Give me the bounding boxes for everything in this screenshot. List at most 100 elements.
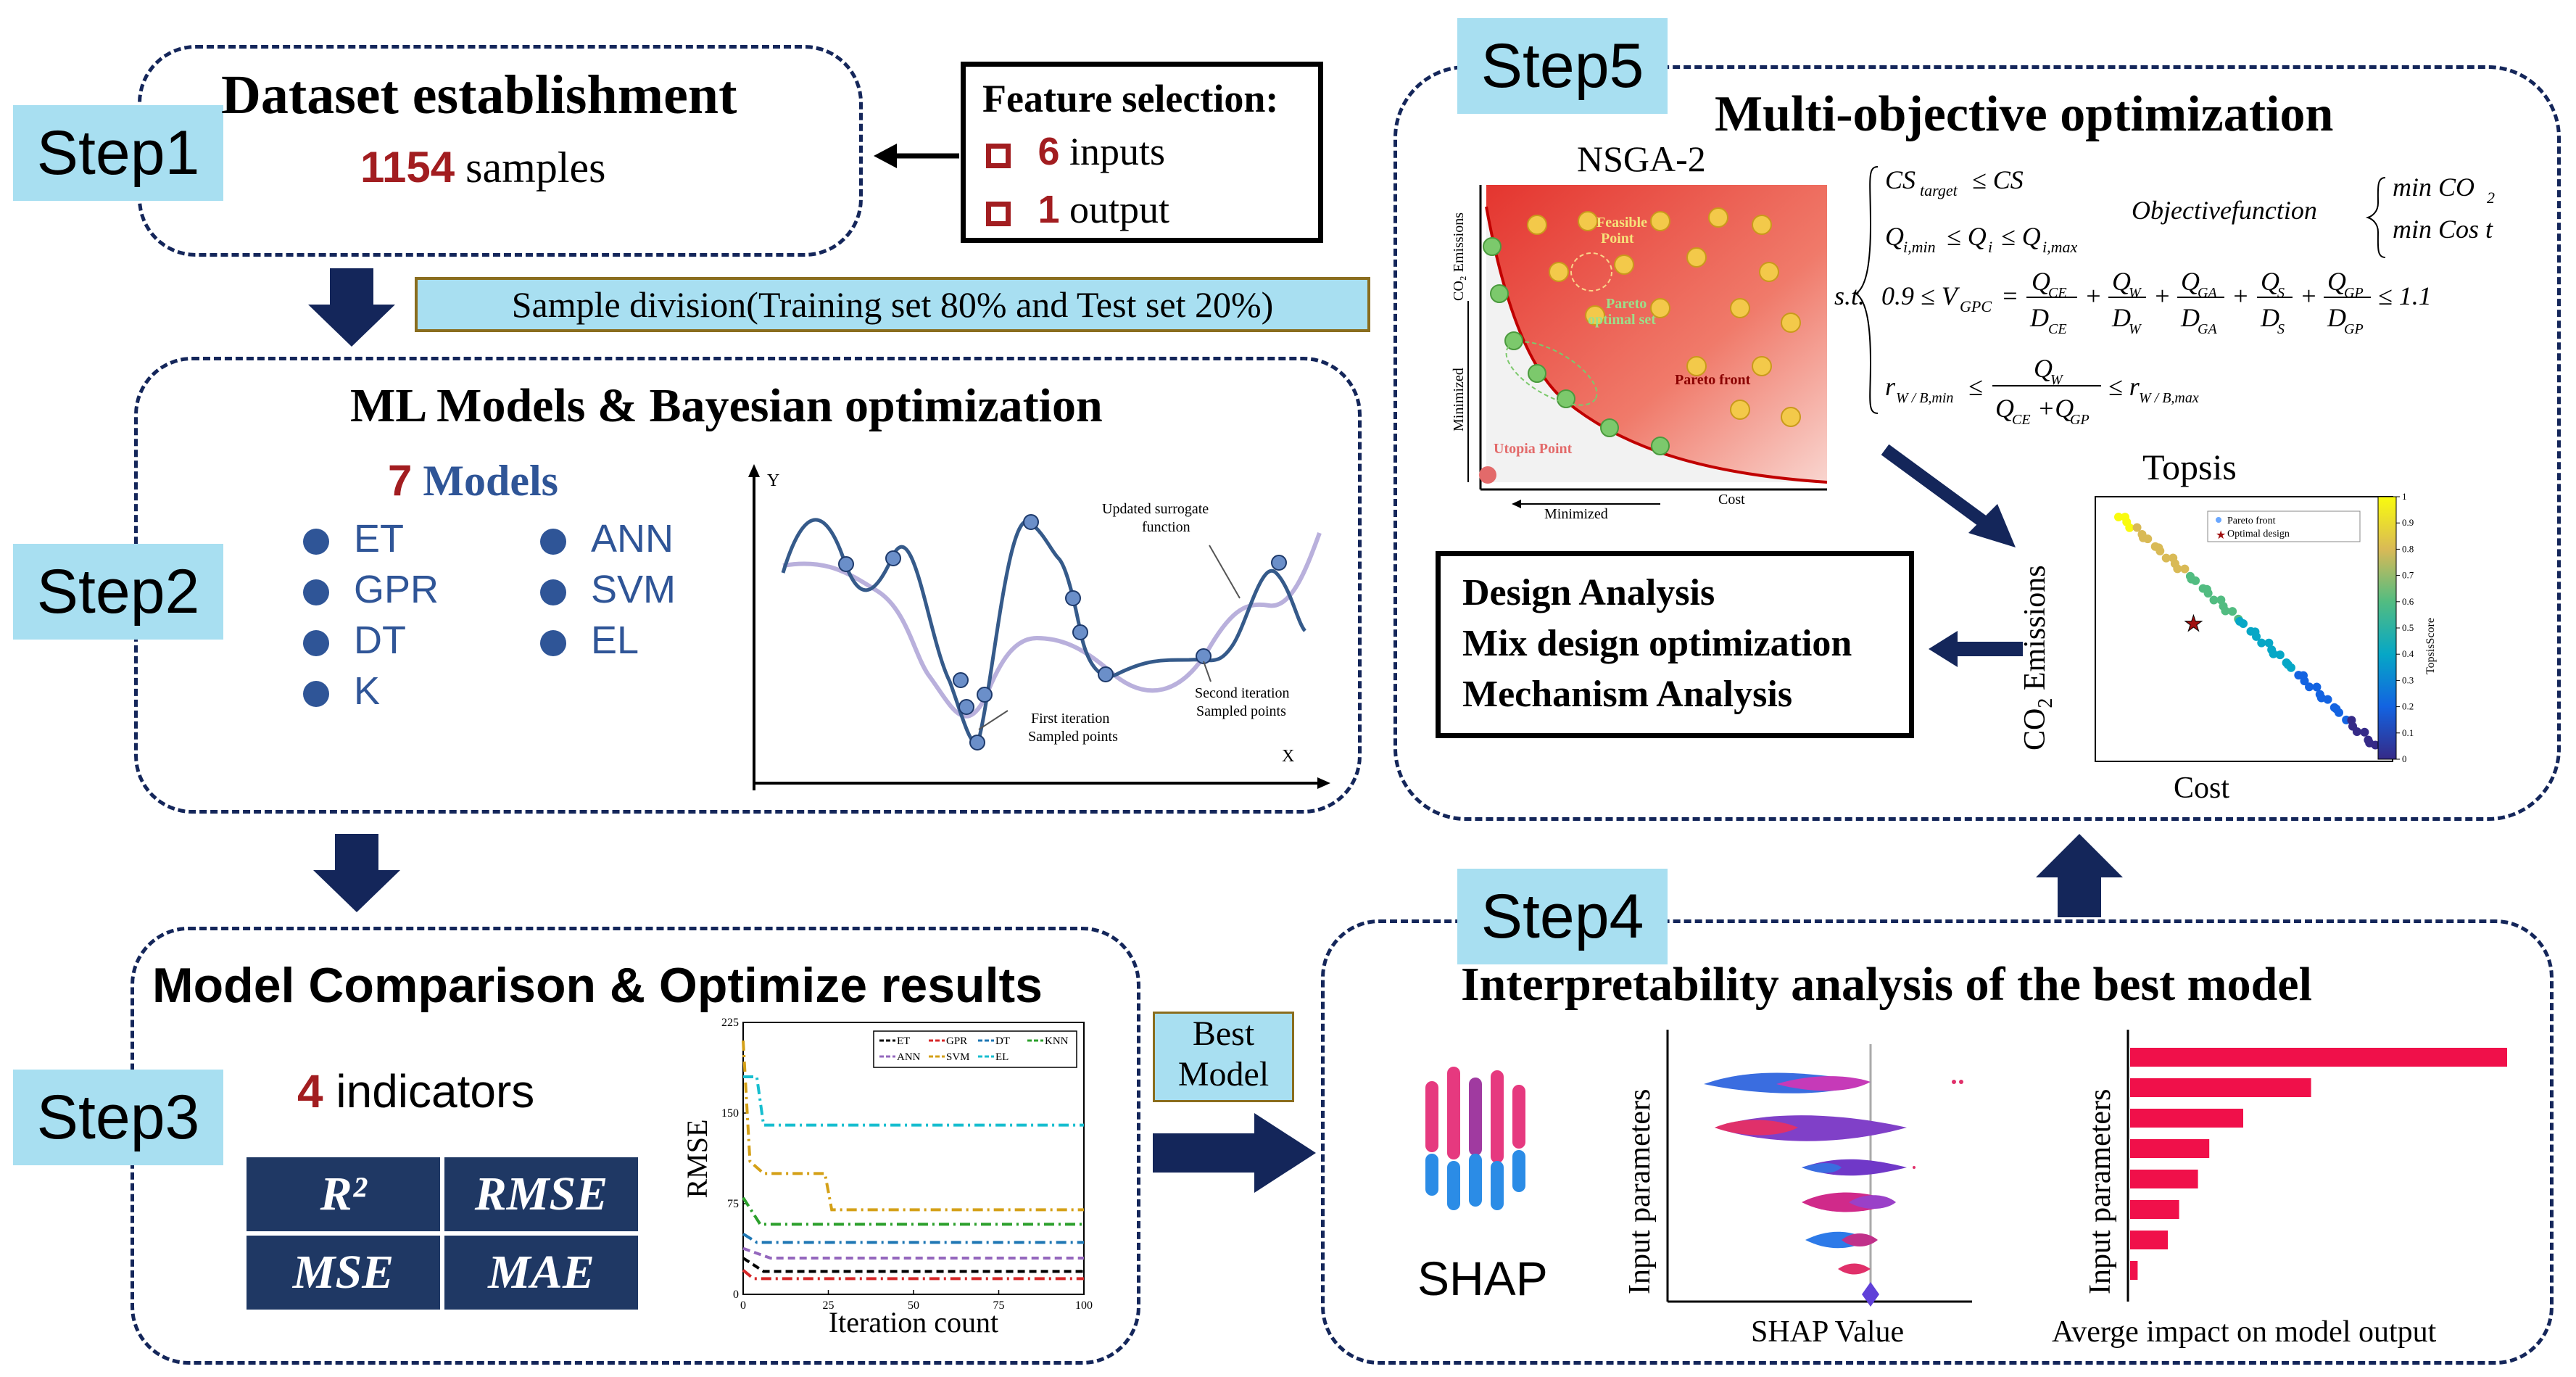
svg-text:r: r <box>1885 372 1896 401</box>
models-count: 7 <box>388 456 413 505</box>
model-item-dt: DT <box>303 618 406 663</box>
rmse-x-tick: 100 <box>1075 1299 1093 1312</box>
svg-text:W / B,max: W / B,max <box>2139 390 2199 406</box>
best-model-box: Best Model <box>1153 1012 1294 1102</box>
topsis-point <box>2155 546 2165 555</box>
rmse-legend-item: ANN <box>897 1051 921 1063</box>
bullet-icon <box>540 629 566 656</box>
rmse-series-knn <box>742 1196 1084 1226</box>
svg-text:min CO: min CO <box>2393 173 2474 202</box>
output-word: output <box>1069 188 1170 231</box>
shap-bar <box>2130 1139 2210 1158</box>
model-item-ann: ANN <box>540 516 674 561</box>
rmse-legend-item: SVM <box>946 1051 970 1063</box>
colorbar-tick: 1 <box>2402 493 2407 502</box>
step5-title: Multi-objective optimization <box>1715 86 2334 142</box>
shap-bar <box>2130 1048 2507 1067</box>
model-item-k: K <box>303 669 380 714</box>
topsis-point <box>2143 534 2153 544</box>
topsis-point <box>2173 564 2182 574</box>
arrow-left-icon <box>874 144 959 168</box>
arrow-left-icon <box>1929 631 2023 667</box>
topsis-point <box>2114 513 2123 521</box>
model-item-el: EL <box>540 618 639 663</box>
colorbar-tick: 0.1 <box>2402 727 2414 738</box>
step1-title: Dataset establishment <box>221 65 737 125</box>
inputs-word: inputs <box>1069 130 1166 173</box>
colorbar-tick: 0.6 <box>2402 596 2414 607</box>
svg-text:+Q: +Q <box>2037 394 2074 423</box>
topsis-point <box>2257 638 2266 648</box>
shap-bar <box>2130 1200 2179 1219</box>
feature-selection-title: Feature selection: <box>982 77 1279 120</box>
topsis-point <box>2352 727 2361 737</box>
step2-tag: Step2 <box>13 544 223 640</box>
svg-text:min Cos t: min Cos t <box>2393 215 2493 244</box>
bullet-icon <box>303 629 329 656</box>
bullet-icon <box>303 579 329 605</box>
svg-text:D: D <box>2327 303 2346 332</box>
output-count: 1 <box>1038 188 1060 231</box>
bullet-icon <box>303 680 329 707</box>
svg-text:TopsisScore: TopsisScore <box>2424 618 2437 674</box>
svg-text:2: 2 <box>2487 189 2495 207</box>
colorbar-tick: 0.7 <box>2402 570 2414 581</box>
svg-text:i,max: i,max <box>2042 238 2078 256</box>
svg-text:Point: Point <box>1601 231 1634 247</box>
step1-tag: Step1 <box>13 105 223 201</box>
topsis-point <box>2209 595 2219 605</box>
svg-text:Minimized: Minimized <box>1544 506 1608 518</box>
svg-text:W: W <box>2050 372 2064 388</box>
step5-box <box>1393 65 2561 821</box>
colorbar-tick: 0.2 <box>2402 701 2414 712</box>
svg-text:0.9 ≤ V: 0.9 ≤ V <box>1881 281 1960 310</box>
svg-text:Sampled points: Sampled points <box>1028 729 1118 745</box>
rmse-series-gpr <box>742 1269 1084 1281</box>
colorbar-tick: 0.8 <box>2402 543 2414 554</box>
svg-text:CO₂ Emissions: CO₂ Emissions <box>1451 212 1467 301</box>
svg-text:Q: Q <box>1885 222 1904 251</box>
bayes-x-label: X <box>1282 747 1294 766</box>
shap-label: SHAP <box>1417 1252 1548 1305</box>
indicator-rmse: RMSE <box>444 1157 638 1231</box>
step4-title: Interpretability analysis of the best mo… <box>1461 958 2312 1011</box>
shap-bar <box>2130 1170 2198 1188</box>
rmse-x-label: Iteration count <box>829 1306 998 1339</box>
indicator-mse: MSE <box>247 1236 440 1310</box>
feature-selection-box <box>961 62 1323 243</box>
topsis-point <box>2252 632 2261 641</box>
svg-text:GP: GP <box>2344 321 2364 337</box>
topsis-point <box>2264 638 2274 648</box>
topsis-point <box>2132 523 2142 532</box>
topsis-point <box>2269 649 2278 658</box>
indicator-r2: R² <box>247 1157 440 1231</box>
topsis-point <box>2300 677 2309 686</box>
rmse-y-tick: 75 <box>727 1198 739 1210</box>
beeswarm-y-label: Input parameters <box>1623 1089 1657 1294</box>
svg-text:+: + <box>2232 281 2249 310</box>
step3-title: Model Comparison & Optimize results <box>152 958 1043 1013</box>
arrow-down-icon <box>313 834 400 912</box>
svg-text:i: i <box>1988 238 1992 256</box>
sample-count: 1154 <box>360 143 455 191</box>
svg-text:+: + <box>2084 281 2102 310</box>
sample-count-line: 1154 samples <box>360 142 605 193</box>
shap-bar <box>2130 1109 2243 1128</box>
svg-text:CE: CE <box>2012 412 2031 428</box>
svg-text:Updated surrogate: Updated surrogate <box>1102 501 1209 517</box>
sample-word: samples <box>465 144 606 191</box>
rmse-x-tick: 25 <box>823 1299 834 1312</box>
indicator-word: indicators <box>336 1065 535 1117</box>
topsis-point <box>2371 740 2380 750</box>
svg-text:Second iteration: Second iteration <box>1195 685 1290 701</box>
svg-text:D: D <box>2111 303 2131 332</box>
step4-box <box>1321 919 2554 1365</box>
step4-tag: Step4 <box>1457 869 1668 964</box>
rmse-series-el <box>743 1075 1084 1127</box>
shap-logo-icon <box>1425 1067 1525 1210</box>
svg-text:Pareto front: Pareto front <box>1675 372 1751 388</box>
svg-text:Optimal design: Optimal design <box>2227 529 2290 539</box>
colorbar-tick: 0.9 <box>2402 517 2414 528</box>
